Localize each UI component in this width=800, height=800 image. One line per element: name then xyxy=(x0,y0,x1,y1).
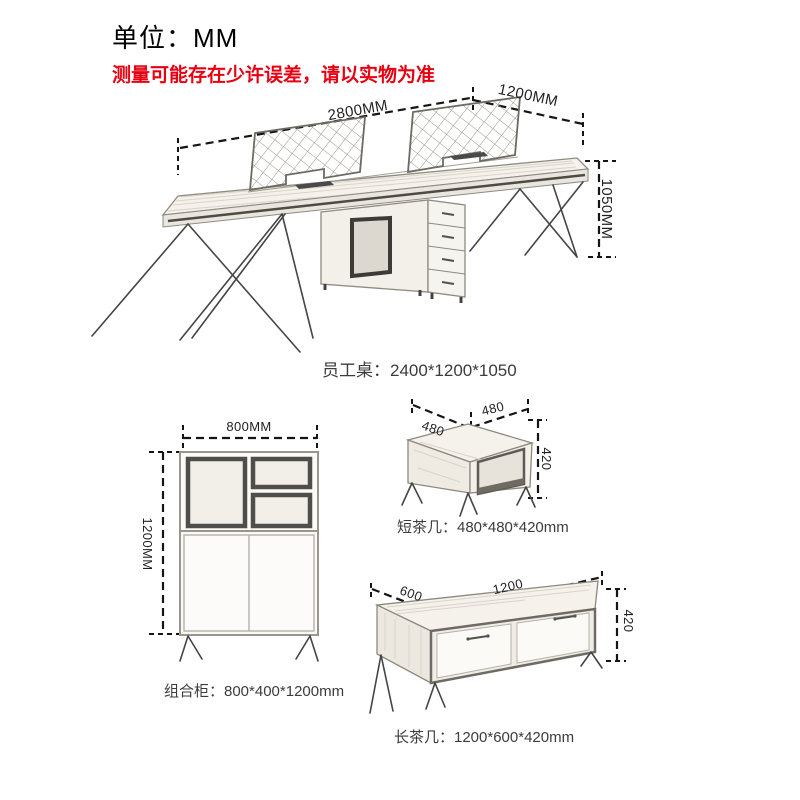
desk-height-dim: 1050MM xyxy=(598,178,615,240)
short-table-height-dim: 420 xyxy=(539,447,554,471)
short-table-legs xyxy=(401,482,536,517)
long-table-legs xyxy=(369,651,603,714)
unit-label: 单位：MM xyxy=(112,23,239,53)
cabinet-dimension-lines xyxy=(149,425,318,635)
long-table-height-dim: 420 xyxy=(621,609,636,633)
measurement-disclaimer: 测量可能存在少许误差，请以实物为准 xyxy=(112,65,436,86)
long-table-caption: 长茶几：1200*600*420mm xyxy=(394,729,575,746)
desk-drawer-unit xyxy=(320,199,466,303)
desk-caption: 员工桌：2400*1200*1050 xyxy=(322,361,517,380)
desk-divider-screens xyxy=(249,95,521,192)
long-table-body xyxy=(374,580,599,685)
cabinet-width-dim: 800MM xyxy=(226,419,272,434)
short-table-body xyxy=(405,423,535,496)
long-tea-table-illustration xyxy=(369,571,626,714)
cable-grommets xyxy=(295,152,488,189)
short-table-caption: 短茶几：480*480*420mm xyxy=(397,519,569,536)
cabinet-body xyxy=(179,451,319,636)
desk-wire-legs xyxy=(91,181,584,353)
cabinet-caption: 组合柜：800*400*1200mm xyxy=(164,683,345,700)
cabinet-illustration xyxy=(149,425,319,662)
desk-illustration xyxy=(91,87,616,353)
cabinet-height-dim: 1200MM xyxy=(140,517,155,571)
short-tea-table-illustration xyxy=(401,399,547,517)
desk-tabletop xyxy=(161,156,590,228)
cabinet-legs xyxy=(179,635,319,662)
